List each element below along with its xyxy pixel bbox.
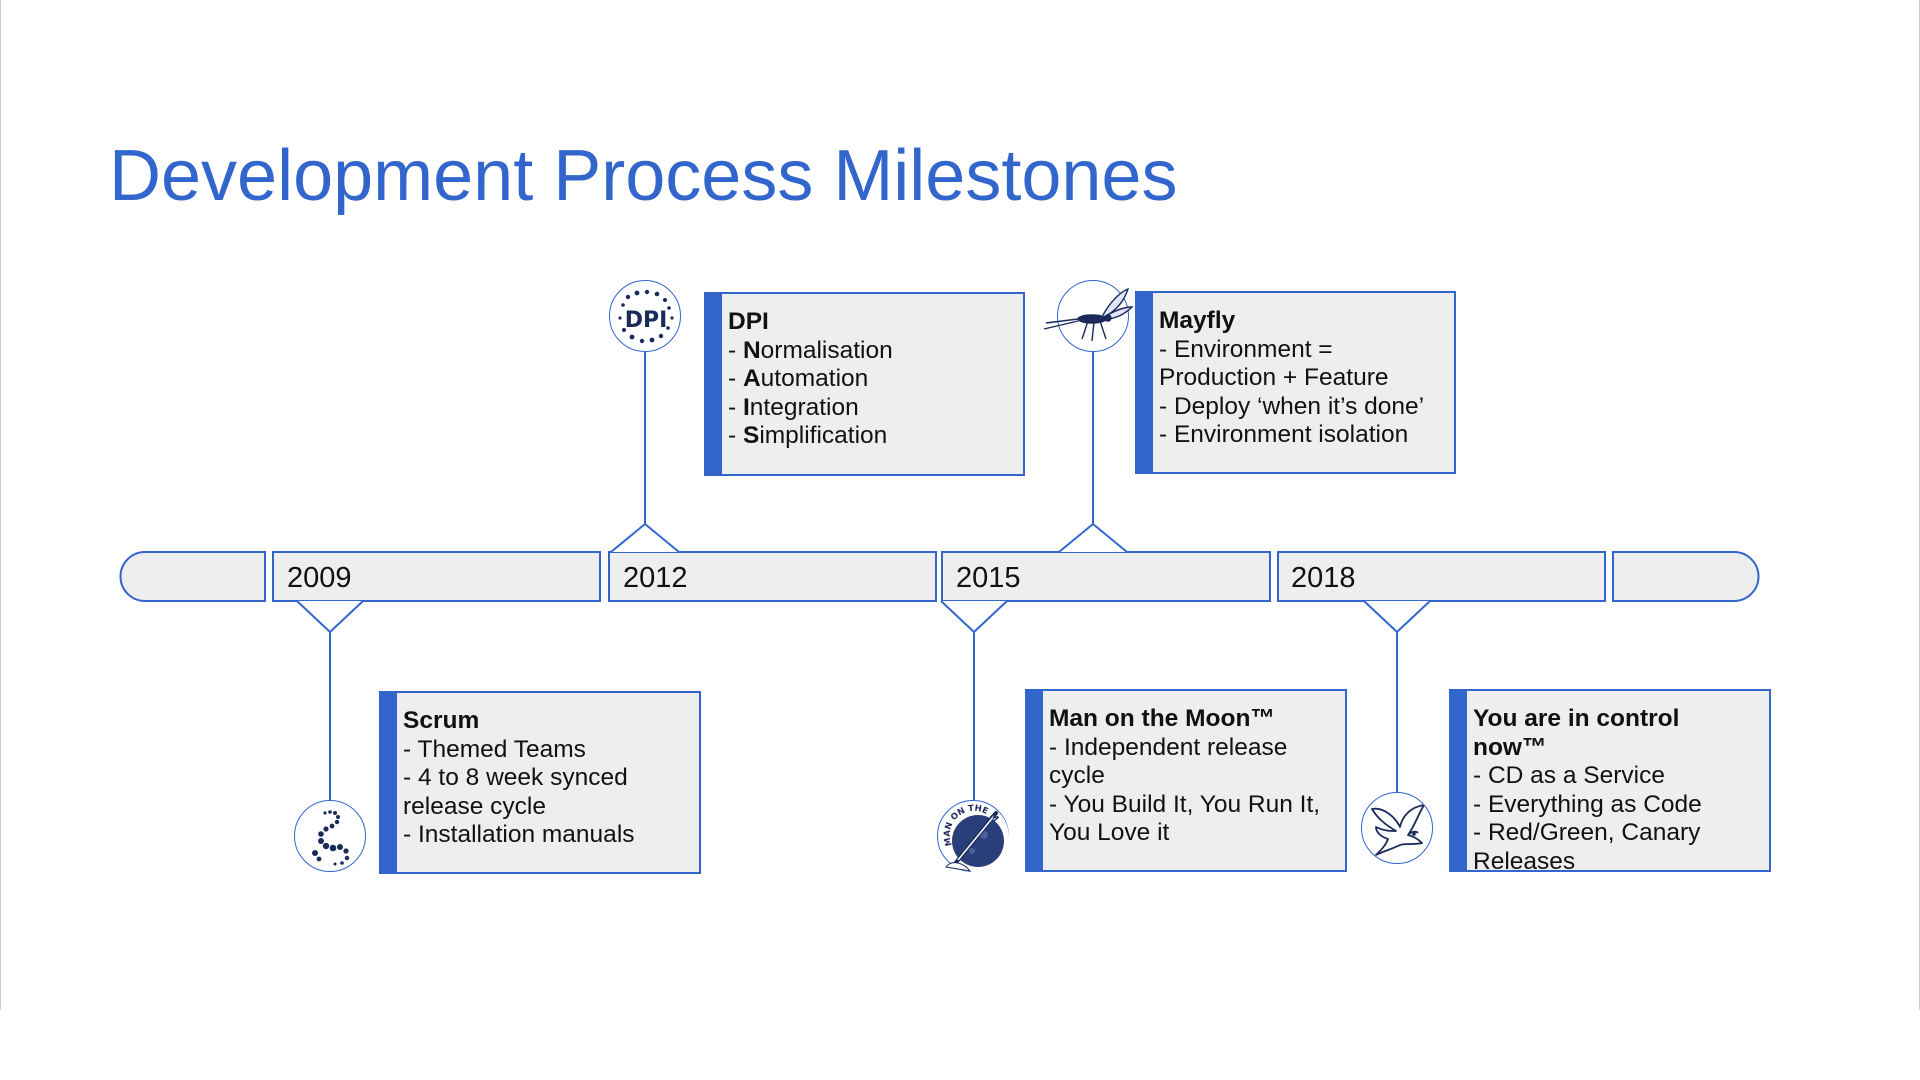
card-line: - Environment isolation xyxy=(1159,421,1409,448)
timeline-graphic xyxy=(119,352,1760,800)
card-line: - Simplification xyxy=(728,422,888,449)
card-line: release cycle xyxy=(403,792,546,820)
dpi-logo-text: DPI xyxy=(625,308,668,333)
man-on-the-moon-icon: MAN ON THE MOON xyxy=(934,794,1009,872)
milestone-card-in-control: You are in control now™ - CD as a Servic… xyxy=(1449,689,1771,875)
pointer-moon xyxy=(940,600,1008,634)
timeline-segment-2009 xyxy=(272,551,601,602)
timeline-start-cap xyxy=(119,551,266,602)
timeline-end-cap xyxy=(1612,551,1760,602)
card-line: - Themed Teams xyxy=(403,735,586,763)
card-title: You are in control now™ xyxy=(1473,705,1680,761)
dove-icon xyxy=(1361,792,1433,864)
pointer-control xyxy=(1363,600,1431,634)
year-label-2018: 2018 xyxy=(1291,562,1356,594)
card-line: - Normalisation xyxy=(728,336,893,364)
mayfly-icon xyxy=(1043,280,1134,352)
card-title: Scrum xyxy=(403,707,480,734)
card-line: - Environment = xyxy=(1159,335,1333,363)
timeline-segment-2018 xyxy=(1277,551,1606,602)
card-line: - Independent release xyxy=(1049,733,1288,761)
card-line: - CD as a Service xyxy=(1473,762,1665,789)
milestone-card-scrum: Scrum - Themed Teams - 4 to 8 week synce… xyxy=(379,691,701,874)
dpi-logo-icon: DPI xyxy=(609,280,681,352)
year-label-2015: 2015 xyxy=(956,562,1021,594)
pointer-dpi xyxy=(610,522,680,553)
card-line: - Installation manuals xyxy=(403,821,635,848)
card-line: - Integration xyxy=(728,393,859,421)
card-title: Man on the Moon™ xyxy=(1049,705,1275,732)
timeline-segment-2012 xyxy=(608,551,937,602)
card-line: - You Build It, You Run It, xyxy=(1049,790,1321,818)
scrum-dots-icon xyxy=(294,800,366,872)
card-title: DPI xyxy=(728,308,769,335)
pointer-scrum xyxy=(296,600,364,634)
card-line: - Deploy ‘when it’s done’ xyxy=(1159,392,1425,420)
card-title: Mayfly xyxy=(1159,307,1236,334)
card-line: Production + Feature xyxy=(1159,364,1389,391)
card-line: - 4 to 8 week synced xyxy=(403,764,628,791)
card-line: You Love it xyxy=(1049,819,1170,846)
card-line: Releases xyxy=(1473,847,1576,875)
milestone-card-mayfly: Mayfly - Environment = Production + Feat… xyxy=(1135,291,1456,474)
year-label-2012: 2012 xyxy=(623,562,688,594)
card-line: - Red/Green, Canary xyxy=(1473,819,1701,846)
card-line: - Automation xyxy=(728,365,869,392)
milestone-card-dpi: DPI - Normalisation - Automation - Integ… xyxy=(704,292,1025,476)
page-title: Development Process Milestones xyxy=(109,136,1178,216)
card-line: cycle xyxy=(1049,762,1105,789)
card-line: - Everything as Code xyxy=(1473,790,1702,818)
milestone-card-man-on-the-moon: Man on the Moon™ - Independent release c… xyxy=(1025,689,1347,872)
pointer-mayfly xyxy=(1058,522,1128,553)
slide: Development Process Milestones xyxy=(0,0,1920,1010)
year-label-2009: 2009 xyxy=(287,562,352,594)
